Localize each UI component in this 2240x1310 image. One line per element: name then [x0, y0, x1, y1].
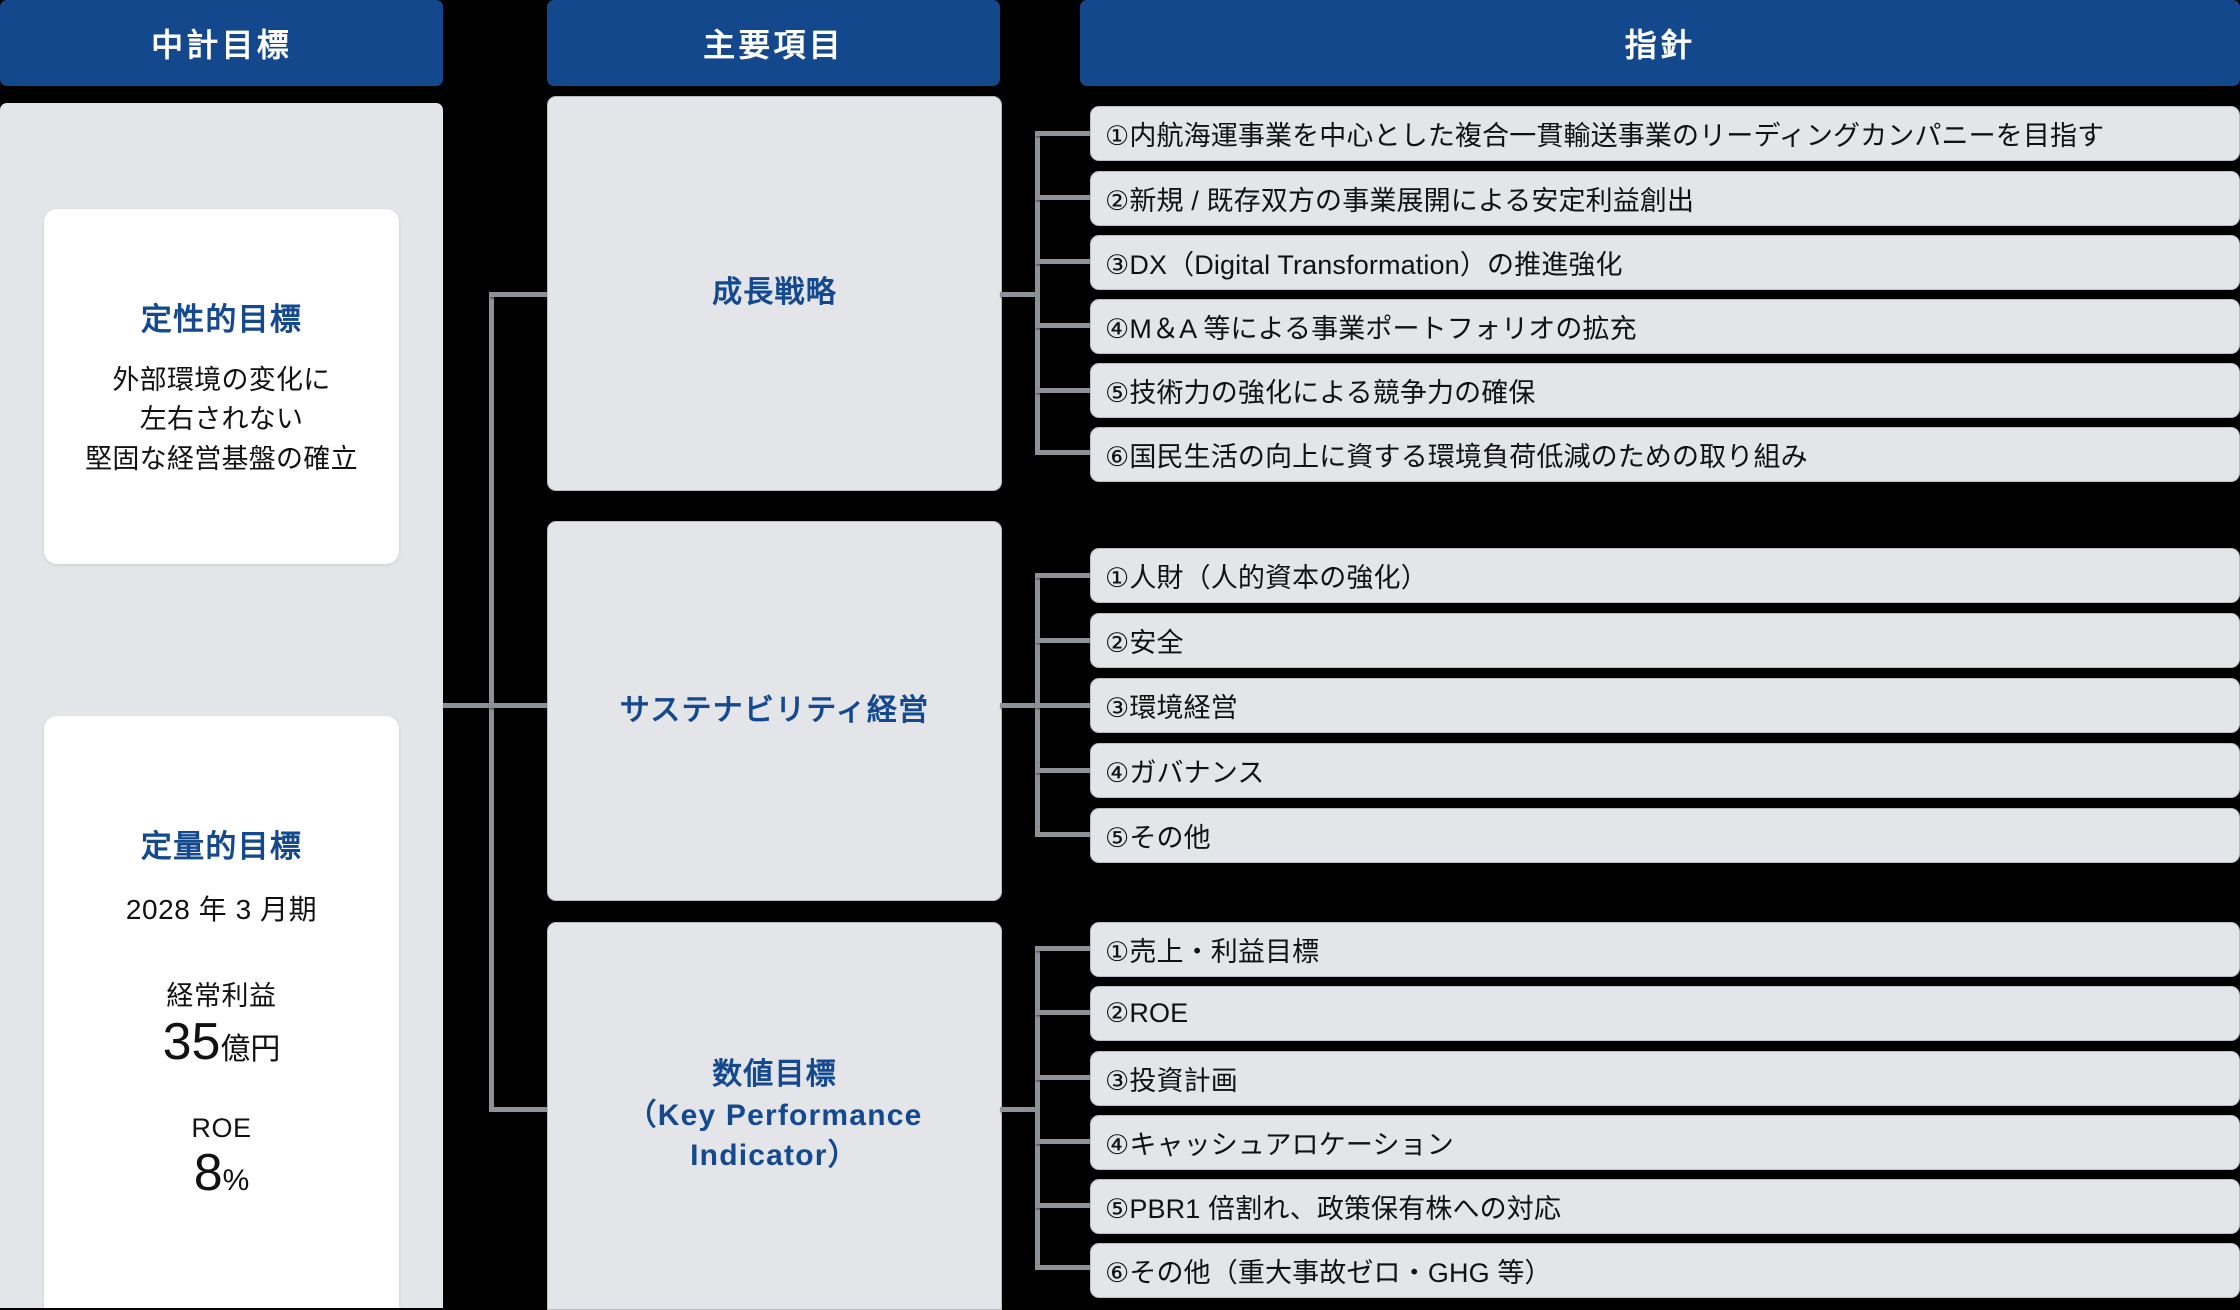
guideline-item[interactable]: ①内航海運事業を中心とした複合一貫輸送事業のリーディングカンパニーを目指す [1090, 106, 2240, 161]
metric-value-ordinary-income: 35億円 [163, 1013, 281, 1073]
connector-kpi-branch-4 [1035, 1139, 1093, 1144]
connector-left-stub [443, 703, 491, 708]
header-mid-term-goal: 中計目標 [0, 0, 443, 86]
connector-sustainability-branch-4 [1035, 768, 1093, 773]
guideline-item[interactable]: ⑥その他（重大事故ゼロ・GHG 等） [1090, 1243, 2240, 1298]
metric-label-roe: ROE [191, 1112, 252, 1143]
pillar-box-numerical-targets: 数値目標 （Key Performance Indicator） [547, 922, 1002, 1310]
connector-left-branch-1 [489, 292, 549, 297]
connector-left-branch-3 [489, 1107, 549, 1112]
connector-kpi-branch-3 [1035, 1075, 1093, 1080]
guideline-item[interactable]: ③投資計画 [1090, 1051, 2240, 1106]
metric-number: 35 [162, 1012, 221, 1071]
guideline-item[interactable]: ③DX（Digital Transformation）の推進強化 [1090, 235, 2240, 290]
connector-growth-branch-1 [1035, 131, 1093, 136]
guideline-item[interactable]: ①人財（人的資本の強化） [1090, 548, 2240, 603]
connector-growth-branch-3 [1035, 259, 1093, 264]
connector-left-branch-2 [489, 703, 549, 708]
connector-sustainability-stub [1000, 703, 1038, 708]
connector-kpi-spine [1035, 946, 1040, 1268]
metric-unit: % [222, 1163, 250, 1197]
connector-growth-branch-2 [1035, 195, 1093, 200]
guideline-item[interactable]: ⑤PBR1 倍割れ、政策保有株への対応 [1090, 1179, 2240, 1234]
card-line-1: 外部環境の変化に [112, 365, 331, 396]
header-label: 主要項目 [703, 27, 844, 63]
pillar-title: 数値目標 （Key Performance Indicator） [627, 1055, 923, 1177]
connector-kpi-branch-1 [1035, 946, 1093, 951]
guideline-item[interactable]: ②新規 / 既存双方の事業展開による安定利益創出 [1090, 171, 2240, 226]
guideline-item[interactable]: ⑥国民生活の向上に資する環境負荷低減のための取り組み [1090, 427, 2240, 482]
connector-sustainability-branch-1 [1035, 573, 1093, 578]
card-qualitative-goal: 定性的目標 外部環境の変化に 左右されない 堅固な経営基盤の確立 [44, 209, 399, 564]
pillar-title-line-1: 成長戦略 [712, 276, 837, 310]
pillar-title-line-2: （Key Performance [626, 1098, 923, 1132]
pillar-title-line-3: Indicator） [690, 1139, 859, 1173]
left-panel: 定性的目標 外部環境の変化に 左右されない 堅固な経営基盤の確立 定量的目標 2… [0, 103, 443, 1308]
metric-unit: 億円 [220, 1032, 281, 1066]
card-line-3: 堅固な経営基盤の確立 [85, 443, 358, 474]
header-key-items: 主要項目 [547, 0, 1000, 86]
guideline-item[interactable]: ②安全 [1090, 613, 2240, 668]
header-guidelines: 指針 [1080, 0, 2240, 86]
metric-value-roe: 8% [194, 1144, 250, 1204]
connector-sustainability-branch-5 [1035, 832, 1093, 837]
target-period: 2028 年 3 月期 [125, 893, 318, 925]
connector-growth-branch-5 [1035, 388, 1093, 393]
card-title: 定量的目標 [140, 828, 303, 864]
guideline-item[interactable]: ⑤技術力の強化による競争力の確保 [1090, 363, 2240, 418]
pillar-title: サステナビリティ経営 [620, 691, 930, 732]
pillar-box-growth-strategy: 成長戦略 [547, 96, 1002, 491]
card-line-2: 左右されない [139, 404, 304, 435]
connector-kpi-stub [1000, 1107, 1038, 1112]
pillar-title-line-1: 数値目標 [712, 1058, 837, 1092]
connector-sustainability-branch-3 [1035, 703, 1093, 708]
guideline-item[interactable]: ⑤その他 [1090, 808, 2240, 863]
pillar-title: 成長戦略 [712, 273, 837, 314]
card-quantitative-goal: 定量的目標 2028 年 3 月期 経常利益 35億円 ROE 8% [44, 716, 399, 1308]
connector-growth-stub [1000, 292, 1038, 297]
header-label: 中計目標 [151, 27, 292, 63]
connector-kpi-branch-6 [1035, 1265, 1093, 1270]
pillar-box-sustainability-management: サステナビリティ経営 [547, 521, 1002, 901]
guideline-item[interactable]: ②ROE [1090, 986, 2240, 1041]
connector-growth-branch-6 [1035, 450, 1093, 455]
connector-left-spine [489, 292, 494, 1112]
connector-growth-spine [1035, 131, 1040, 453]
guideline-item[interactable]: ④キャッシュアロケーション [1090, 1115, 2240, 1170]
pillar-title-line-1: サステナビリティ経営 [619, 693, 930, 727]
metric-number: 8 [193, 1143, 223, 1202]
guideline-item[interactable]: ①売上・利益目標 [1090, 922, 2240, 977]
connector-kpi-branch-5 [1035, 1203, 1093, 1208]
metric-label-ordinary-income: 経常利益 [166, 980, 277, 1011]
guideline-item[interactable]: ④M＆A 等による事業ポートフォリオの拡充 [1090, 299, 2240, 354]
card-title: 定性的目標 [140, 302, 303, 338]
guideline-item[interactable]: ④ガバナンス [1090, 743, 2240, 798]
connector-kpi-branch-2 [1035, 1010, 1093, 1015]
connector-sustainability-branch-2 [1035, 638, 1093, 643]
connector-growth-branch-4 [1035, 323, 1093, 328]
header-label: 指針 [1624, 27, 1696, 63]
guideline-item[interactable]: ③環境経営 [1090, 678, 2240, 733]
